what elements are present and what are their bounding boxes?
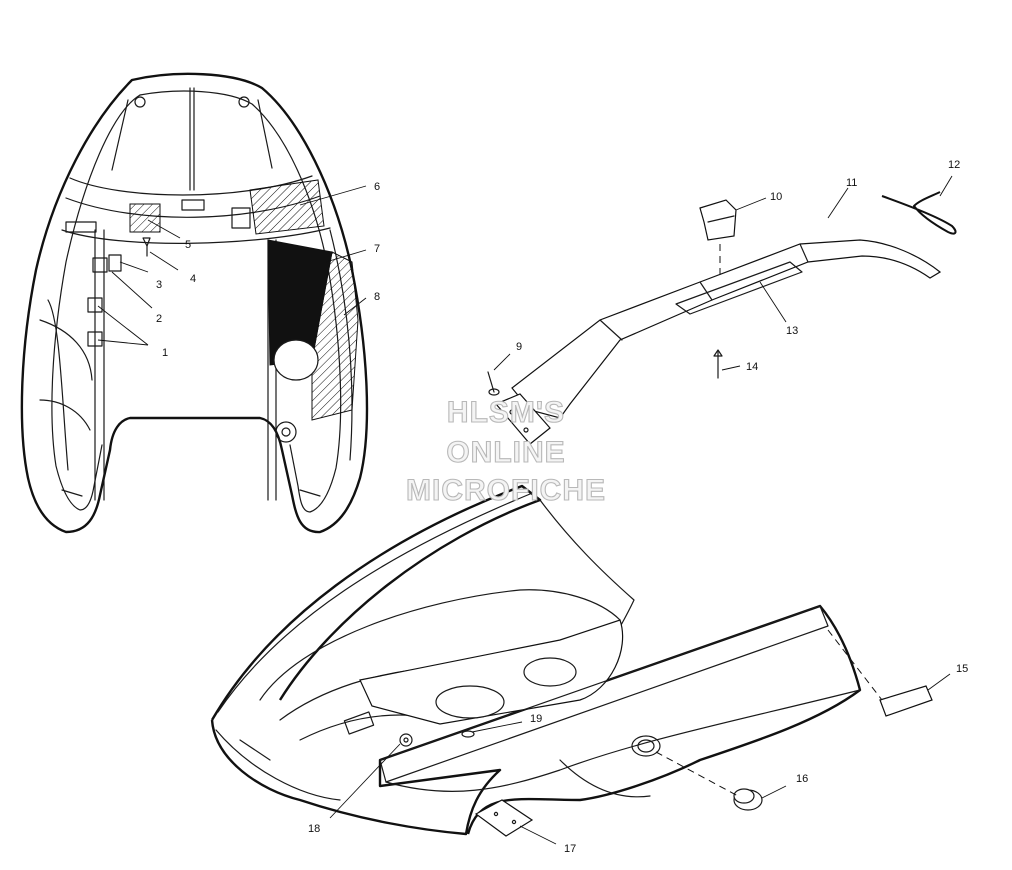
callout-10: 10 (770, 191, 782, 203)
watermark-line-3: MICROFICHE (406, 474, 606, 507)
callout-16: 16 (796, 773, 808, 785)
callout-17: 17 (564, 843, 576, 855)
callout-7: 7 (374, 243, 380, 255)
callout-1: 1 (162, 347, 168, 359)
callout-4: 4 (190, 273, 196, 285)
callout-14: 14 (746, 361, 758, 373)
callout-9: 9 (516, 341, 522, 353)
loose-parts-bottom (474, 629, 933, 837)
callout-13: 13 (786, 325, 798, 337)
watermark-line-1: HLSM'S (447, 396, 565, 429)
callout-3: 3 (156, 279, 162, 291)
callout-5: 5 (185, 239, 191, 251)
callout-11: 11 (846, 177, 857, 189)
running-board-leaders (493, 175, 953, 371)
callout-19: 19 (530, 713, 542, 725)
callout-2: 2 (156, 313, 162, 325)
callout-6: 6 (374, 181, 380, 193)
running-board-assembly (487, 191, 957, 445)
bottom-leaders (329, 673, 951, 845)
callout-12: 12 (948, 159, 960, 171)
callout-18: 18 (308, 823, 320, 835)
watermark-line-2: ONLINE (446, 436, 565, 469)
callout-15: 15 (956, 663, 968, 675)
hood-leaders (97, 185, 367, 346)
callout-8: 8 (374, 291, 380, 303)
watermark: HLSM'S ONLINE MICROFICHE (405, 395, 606, 507)
hood-assembly (20, 72, 369, 534)
nose-pan-assembly (210, 484, 862, 836)
